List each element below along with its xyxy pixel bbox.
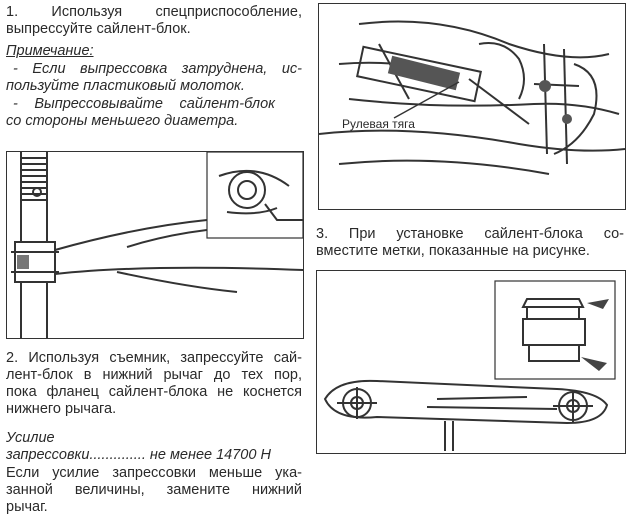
steering-rod-label: Рулевая тяга [342, 117, 415, 131]
force-label: Усилие [6, 430, 55, 446]
step1-line1: 1. Используя спецприспособление, [6, 4, 302, 20]
note-title: Примечание: [6, 43, 94, 59]
figure-pressing-drawing [11, 152, 303, 338]
step2-line-3: пока фланец сайлент-блока не коснется [6, 384, 302, 400]
step2-line-2: лент-блок в нижний рычаг до тех пор, [6, 367, 302, 383]
figure-alignment-drawing [323, 280, 616, 451]
note-line-4: со стороны меньшего диаметра. [6, 113, 239, 129]
note-line-3: - Выпрессовывайте сайлент-блок [13, 96, 275, 112]
warning-line-2: занной величины, замените нижний [6, 482, 302, 498]
step2-line-4: нижнего рычага. [6, 401, 117, 417]
note-line-2: пользуйте пластиковый молоток. [6, 78, 245, 94]
warning-line-3: рычаг. [6, 499, 48, 515]
note-line-1: - Если выпрессовка затруднена, ис- [13, 61, 302, 77]
figure-alignment [316, 270, 626, 454]
figure-pressing [6, 151, 304, 339]
warning-line-1: Если усилие запрессовки меньше ука- [6, 465, 302, 481]
figure-removal-drawing [319, 20, 625, 175]
step1-line2: выпрессуйте сайлент-блок. [6, 21, 191, 37]
step3-line-2: вместите метки, показанные на рисунке. [316, 243, 590, 259]
figure-removal: Рулевая тяга [318, 3, 626, 210]
step2-line-1: 2. Используя съемник, запрессуйте сай- [6, 350, 302, 366]
step3-line-1: 3. При установке сайлент-блока со- [316, 226, 624, 242]
force-value: запрессовки.............. не менее 14700… [6, 447, 271, 463]
